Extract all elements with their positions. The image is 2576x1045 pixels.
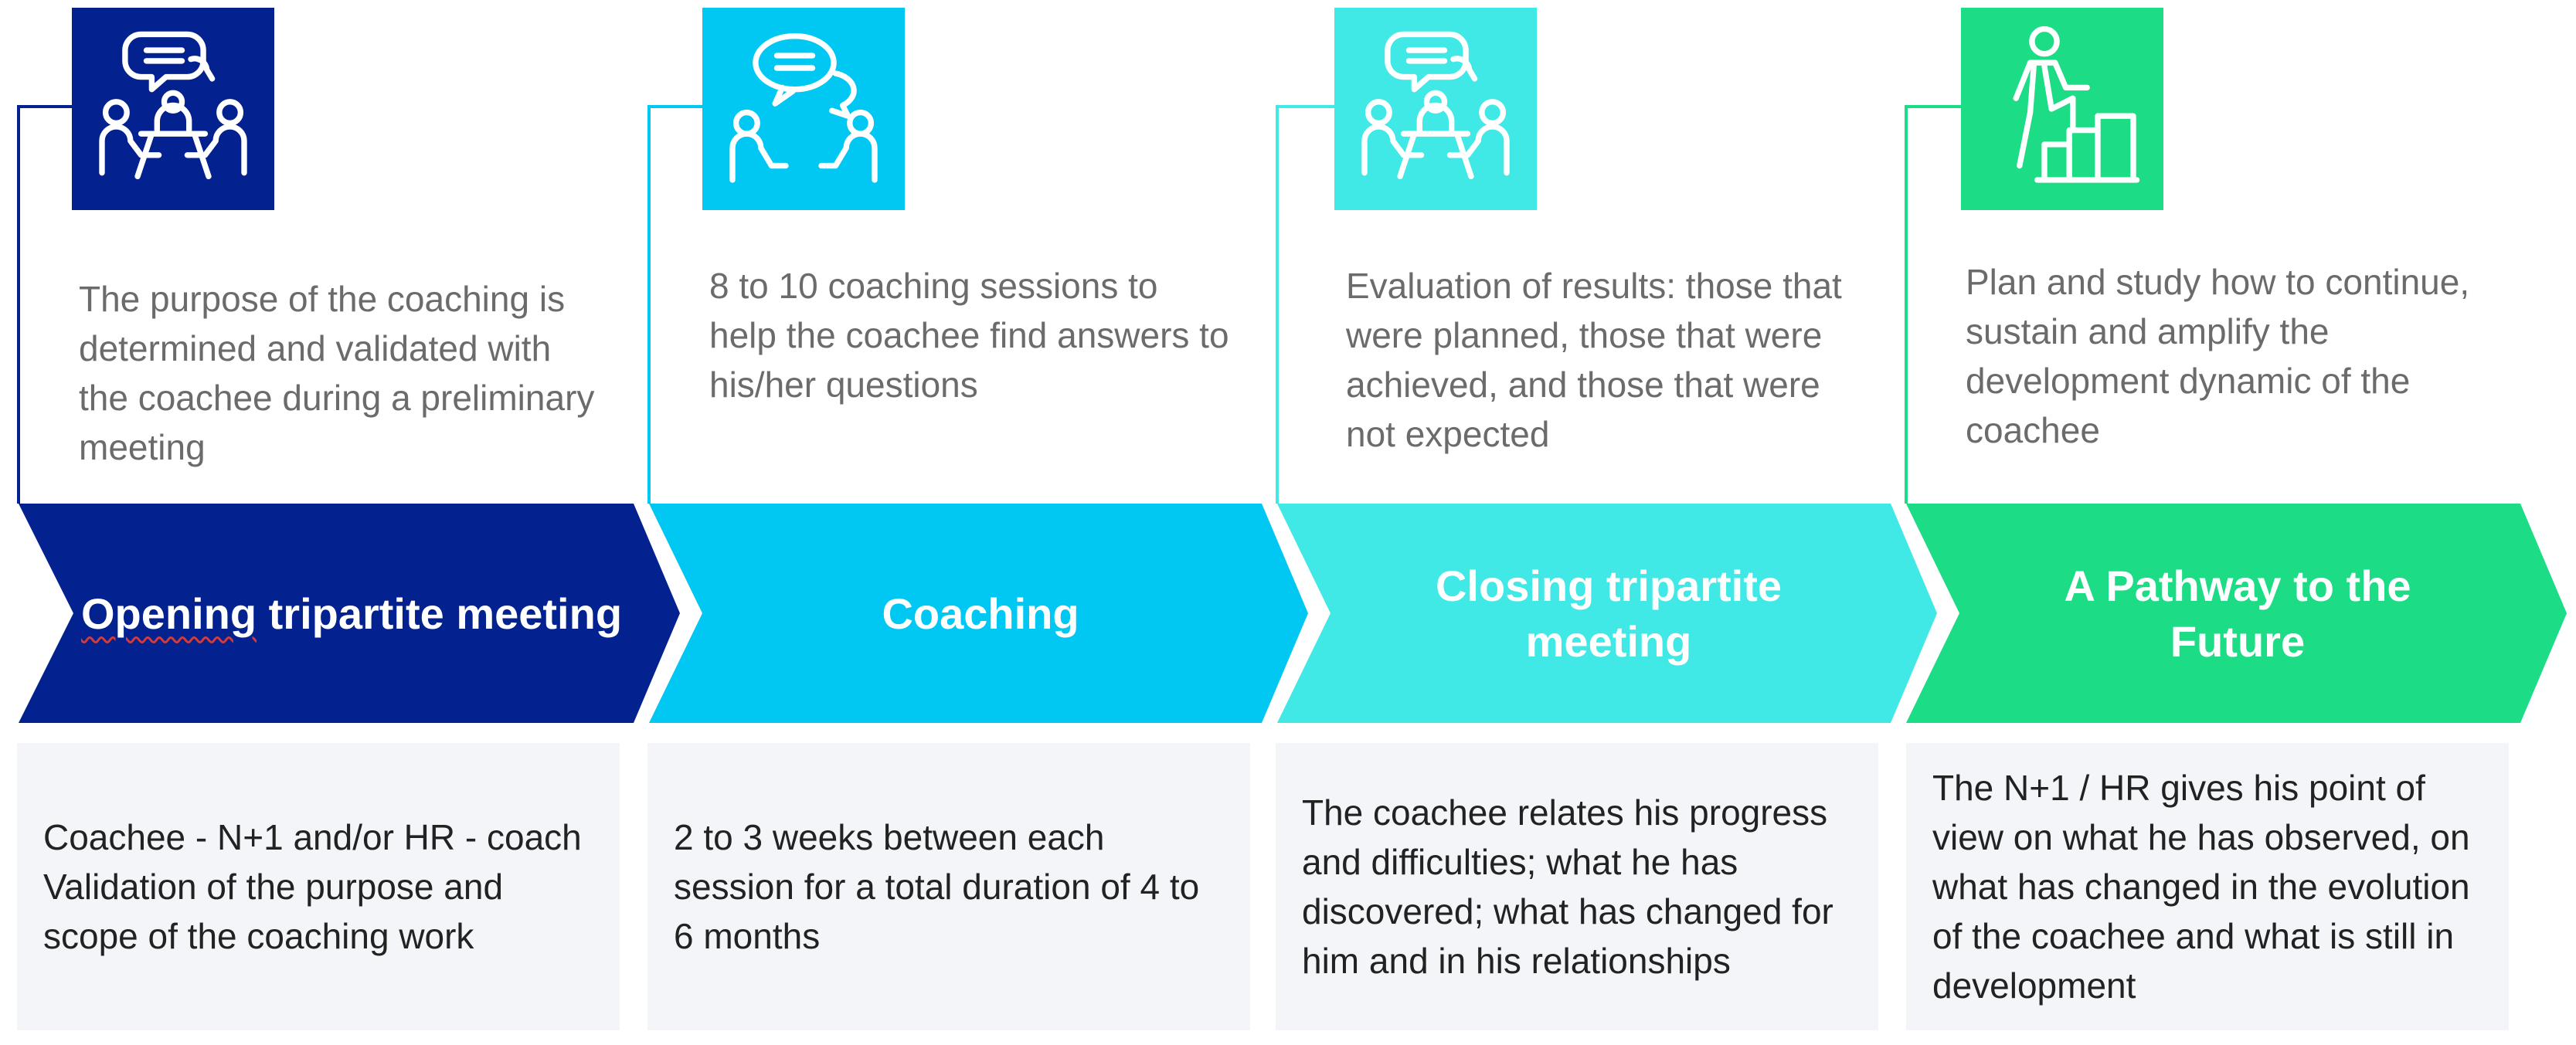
step1-description: The purpose of the coaching is determine…: [79, 279, 595, 467]
step4-connector-line: [1905, 105, 1961, 504]
step2-title: Coaching: [702, 506, 1259, 722]
step2-title-text: Coaching: [882, 589, 1079, 638]
step3-title: Closing tripartite meeting: [1330, 506, 1887, 722]
step1-connector-line: [17, 105, 72, 504]
step1-icon-tile: [72, 8, 274, 210]
climbing-stairs-icon: [2013, 25, 2140, 183]
conversation-icon: [729, 33, 878, 183]
step2-detail-box: 2 to 3 weeks between each session for a …: [647, 743, 1250, 1030]
step1-detail-text: Coachee - N+1 and/or HR - coach Validati…: [43, 817, 582, 956]
step1-title-first-word: Opening: [80, 589, 257, 638]
step4-description: Plan and study how to continue, sustain …: [1966, 262, 2470, 450]
step1-title-rest: tripartite meeting: [257, 589, 623, 638]
step3-detail-box: The coachee relates his progress and dif…: [1276, 743, 1878, 1030]
step3-description: Evaluation of results: those that were p…: [1346, 266, 1842, 454]
step2-detail-text: 2 to 3 weeks between each session for a …: [674, 817, 1200, 956]
step2-description: 8 to 10 coaching sessions to help the co…: [709, 266, 1229, 405]
step1-chevron: [19, 504, 680, 723]
step1-detail-box: Coachee - N+1 and/or HR - coach Validati…: [17, 743, 620, 1030]
step4-title-text: A Pathway to the Future: [2064, 562, 2411, 666]
step1-title: Opening tripartite meeting: [73, 506, 630, 722]
step3-title-text: Closing tripartite meeting: [1435, 562, 1782, 666]
step2-icon-tile: [702, 8, 905, 210]
step4-title: A Pathway to the Future: [1959, 506, 2516, 722]
step3-connector-line: [1276, 105, 1334, 504]
step4-icon-tile: [1961, 8, 2163, 210]
meeting-icon: [99, 31, 247, 180]
meeting-icon: [1361, 31, 1510, 180]
step3-chevron: [1277, 504, 1937, 723]
step4-chevron: [1906, 504, 2567, 723]
step3-icon-tile: [1334, 8, 1537, 210]
step3-detail-text: The coachee relates his progress and dif…: [1302, 792, 1833, 981]
step4-detail-text: The N+1 / HR gives his point of view on …: [1932, 768, 2470, 1006]
step2-chevron: [649, 504, 1308, 723]
step4-detail-box: The N+1 / HR gives his point of view on …: [1906, 743, 2509, 1030]
step2-connector-line: [647, 105, 702, 504]
